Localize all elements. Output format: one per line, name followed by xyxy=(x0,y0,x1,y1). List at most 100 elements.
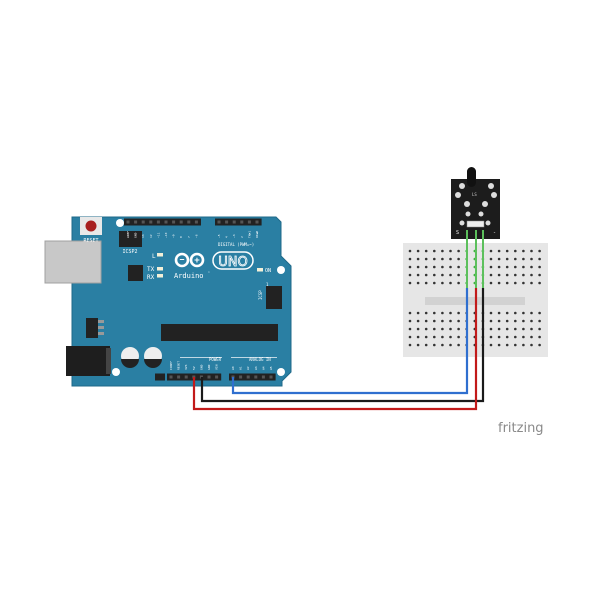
breadboard-hole[interactable] xyxy=(441,319,444,323)
breadboard-hole[interactable] xyxy=(408,249,412,253)
breadboard-hole[interactable] xyxy=(433,311,436,315)
breadboard-hole[interactable] xyxy=(449,257,452,261)
breadboard-hole[interactable] xyxy=(424,281,428,285)
breadboard-hole[interactable] xyxy=(489,273,493,277)
breadboard-hole[interactable] xyxy=(497,327,501,331)
breadboard-hole[interactable] xyxy=(457,327,460,331)
header-pin[interactable] xyxy=(207,375,211,379)
breadboard-hole[interactable] xyxy=(408,311,412,315)
breadboard-hole[interactable] xyxy=(514,273,517,277)
breadboard-hole[interactable] xyxy=(489,311,493,315)
breadboard-hole[interactable] xyxy=(538,343,541,347)
breadboard-hole[interactable] xyxy=(522,327,525,331)
breadboard-hole[interactable] xyxy=(441,327,444,331)
breadboard-hole[interactable] xyxy=(441,311,444,315)
header-pin[interactable] xyxy=(172,220,176,224)
breadboard-hole[interactable] xyxy=(408,273,412,277)
breadboard-hole[interactable] xyxy=(505,311,509,315)
breadboard-hole[interactable] xyxy=(433,319,436,323)
header-pin[interactable] xyxy=(269,375,273,379)
breadboard-hole[interactable] xyxy=(530,265,533,269)
breadboard-hole[interactable] xyxy=(449,281,452,285)
breadboard-hole[interactable] xyxy=(538,281,541,285)
breadboard-hole[interactable] xyxy=(449,249,452,253)
breadboard-hole[interactable] xyxy=(514,335,517,339)
breadboard-hole[interactable] xyxy=(497,281,501,285)
breadboard-hole[interactable] xyxy=(416,335,420,339)
breadboard-hole[interactable] xyxy=(522,311,525,315)
breadboard-hole[interactable] xyxy=(449,265,452,269)
breadboard-hole[interactable] xyxy=(457,265,460,269)
breadboard-hole[interactable] xyxy=(522,273,525,277)
header-pin[interactable] xyxy=(141,220,145,224)
breadboard-hole[interactable] xyxy=(497,311,501,315)
breadboard-hole[interactable] xyxy=(433,327,436,331)
breadboard-hole[interactable] xyxy=(505,343,509,347)
breadboard-hole[interactable] xyxy=(441,273,444,277)
breadboard-hole[interactable] xyxy=(489,335,493,339)
breadboard-hole[interactable] xyxy=(514,319,517,323)
breadboard-hole[interactable] xyxy=(433,249,436,253)
header-pin[interactable] xyxy=(194,220,198,224)
breadboard-hole[interactable] xyxy=(538,327,541,331)
breadboard-hole[interactable] xyxy=(505,281,509,285)
breadboard-hole[interactable] xyxy=(416,281,420,285)
breadboard-hole[interactable] xyxy=(530,319,533,323)
breadboard-hole[interactable] xyxy=(514,257,517,261)
breadboard-hole[interactable] xyxy=(538,265,541,269)
breadboard-hole[interactable] xyxy=(408,257,412,261)
wire-ground[interactable] xyxy=(200,288,485,403)
breadboard-hole[interactable] xyxy=(424,319,428,323)
breadboard-hole[interactable] xyxy=(505,257,509,261)
breadboard-hole[interactable] xyxy=(530,311,533,315)
breadboard-hole[interactable] xyxy=(497,249,501,253)
breadboard-hole[interactable] xyxy=(514,265,517,269)
breadboard-hole[interactable] xyxy=(433,335,436,339)
breadboard-hole[interactable] xyxy=(408,327,412,331)
header-pin[interactable] xyxy=(156,220,160,224)
breadboard-hole[interactable] xyxy=(416,257,420,261)
breadboard-hole[interactable] xyxy=(416,343,420,347)
breadboard-hole[interactable] xyxy=(433,257,436,261)
wire-vcc[interactable] xyxy=(192,288,478,411)
breadboard-hole[interactable] xyxy=(416,265,420,269)
breadboard-hole[interactable] xyxy=(457,319,460,323)
breadboard-hole[interactable] xyxy=(497,343,501,347)
breadboard-hole[interactable] xyxy=(424,343,428,347)
breadboard-hole[interactable] xyxy=(530,343,533,347)
header-pin[interactable] xyxy=(247,220,251,224)
breadboard-hole[interactable] xyxy=(441,249,444,253)
breadboard-hole[interactable] xyxy=(449,319,452,323)
breadboard-hole[interactable] xyxy=(538,249,541,253)
header-pin[interactable] xyxy=(169,375,173,379)
breadboard-hole[interactable] xyxy=(449,327,452,331)
breadboard-hole[interactable] xyxy=(408,265,412,269)
breadboard-hole[interactable] xyxy=(416,327,420,331)
breadboard-hole[interactable] xyxy=(424,265,428,269)
breadboard-hole[interactable] xyxy=(416,319,420,323)
breadboard-hole[interactable] xyxy=(489,327,493,331)
breadboard-hole[interactable] xyxy=(441,335,444,339)
breadboard-hole[interactable] xyxy=(489,343,493,347)
header-pin[interactable] xyxy=(232,220,236,224)
breadboard-hole[interactable] xyxy=(424,249,428,253)
breadboard-hole[interactable] xyxy=(449,335,452,339)
breadboard-hole[interactable] xyxy=(538,319,541,323)
breadboard-hole[interactable] xyxy=(416,249,420,253)
breadboard-hole[interactable] xyxy=(416,273,420,277)
header-pin[interactable] xyxy=(126,220,130,224)
breadboard-hole[interactable] xyxy=(441,343,444,347)
breadboard-hole[interactable] xyxy=(505,335,509,339)
breadboard-hole[interactable] xyxy=(457,335,460,339)
breadboard-hole[interactable] xyxy=(538,311,541,315)
breadboard-hole[interactable] xyxy=(441,257,444,261)
breadboard-hole[interactable] xyxy=(457,257,460,261)
breadboard-hole[interactable] xyxy=(449,273,452,277)
breadboard-hole[interactable] xyxy=(489,265,493,269)
breadboard-hole[interactable] xyxy=(424,273,428,277)
breadboard-hole[interactable] xyxy=(538,257,541,261)
breadboard-hole[interactable] xyxy=(514,311,517,315)
breadboard-hole[interactable] xyxy=(457,343,460,347)
breadboard-hole[interactable] xyxy=(408,343,412,347)
breadboard-hole[interactable] xyxy=(530,249,533,253)
